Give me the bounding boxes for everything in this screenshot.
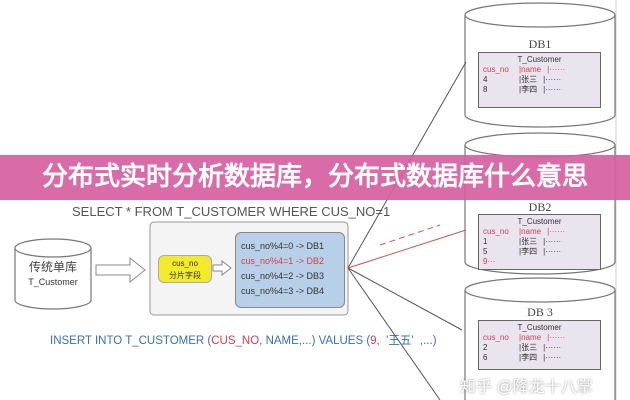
table-row: 2|张三|······ xyxy=(483,343,562,352)
arrow-icon xyxy=(212,259,232,277)
rule: cus_no%4=2 -> DB3 xyxy=(241,271,325,281)
table-header: cus_no|name|······ xyxy=(483,65,566,74)
table-name: T_Customer xyxy=(517,217,562,226)
table-row: 9··· xyxy=(483,257,496,266)
table-row: 1|张三|······ xyxy=(483,237,562,246)
db3-label: DB 3 xyxy=(527,305,553,319)
table-name: T_Customer xyxy=(517,323,562,332)
insert-sql: INSERT INTO T_CUSTOMER (CUS_NO, NAME,...… xyxy=(50,335,437,347)
source-cylinder xyxy=(14,248,92,310)
shard-key-label: 分片字段 xyxy=(169,271,201,280)
db3-table: T_Customer cus_no|name|······ 2|张三|·····… xyxy=(478,320,601,370)
source-db-label: 传统单库 xyxy=(28,260,77,274)
table-header: cus_no|name|······ xyxy=(483,333,566,342)
rule: cus_no%4=3 -> DB4 xyxy=(241,286,325,296)
db2-table: T_Customer cus_no|name|······ 1|张三|·····… xyxy=(478,214,601,270)
rule: cus_no%4=1 -> DB2 xyxy=(241,256,325,266)
table-row: 6|李四|······ xyxy=(483,353,562,362)
shard-rules-box: cus_no%4=0 -> DB1 cus_no%4=1 -> DB2 cus_… xyxy=(235,232,345,308)
watermark: 知乎 @降龙十八掌 xyxy=(460,379,593,396)
title-banner: 分布式实时分析数据库，分布式数据库什么意思 xyxy=(0,155,630,200)
db1-label: DB1 xyxy=(528,37,552,51)
db3-cylinder xyxy=(464,290,616,400)
table-row: 4|张三|······ xyxy=(483,75,562,84)
table-name: T_Customer xyxy=(517,55,562,64)
table-row: 8|李四|······ xyxy=(483,85,562,94)
select-sql: SELECT * FROM T_CUSTOMER WHERE CUS_NO=1 xyxy=(72,204,391,219)
source-db-table: T_Customer xyxy=(28,277,78,287)
arrow-icon xyxy=(95,256,146,284)
shard-key-box: cus_no 分片字段 xyxy=(158,255,212,283)
table-header: cus_no|name|······ xyxy=(483,227,566,236)
shard-key-field: cus_no xyxy=(172,259,198,268)
table-row: 5|李四|······ xyxy=(483,247,562,256)
rule: cus_no%4=0 -> DB1 xyxy=(241,241,325,251)
db1-table: T_Customer cus_no|name|······ 4|张三|·····… xyxy=(478,52,601,108)
db2-label: DB2 xyxy=(528,200,552,214)
